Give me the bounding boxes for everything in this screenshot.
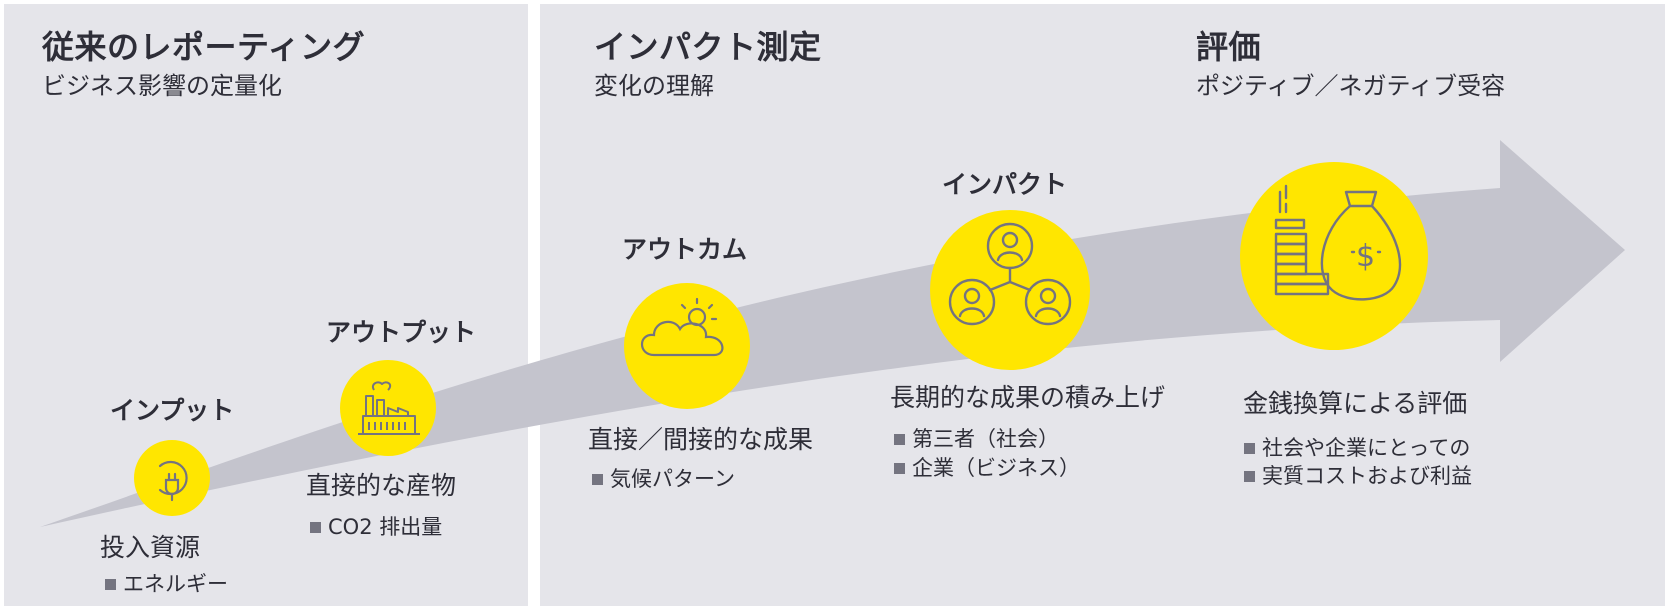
stage-bullet-input-1: エネルギー [105,568,228,598]
section-title-measurement: インパクト測定 [594,28,822,66]
stage-bullet-valuation-1: 社会や企業にとっての [1244,432,1470,462]
stage-label-output: アウトプット [326,318,477,347]
stage-bullet-impact-1: 第三者（社会） [894,423,1059,453]
stage-desc-output: 直接的な産物 [306,471,457,500]
stage-bullet-output-1: CO2 排出量 [310,511,442,541]
stage-bullet-valuation-2: 実質コストおよび利益 [1244,460,1472,490]
stage-circle-valuation: $ [1240,162,1428,350]
section-title-traditional: 従来のレポーティング [42,28,366,66]
stage-circle-impact [930,210,1090,370]
stage-label-outcome: アウトカム [622,235,748,264]
stage-circle-output [340,360,436,456]
stage-circle-outcome [624,283,750,409]
section-subtitle-valuation: ポジティブ／ネガティブ受容 [1196,72,1506,100]
section-subtitle-measurement: 変化の理解 [594,72,714,100]
factory-icon [358,381,420,435]
money-bag-icon: $ [1274,184,1402,301]
section-title-valuation: 評価 [1196,28,1262,66]
stage-desc-input: 投入資源 [100,533,201,562]
cloud-sun-icon [640,297,724,357]
stage-desc-valuation: 金銭換算による評価 [1243,389,1468,418]
stage-desc-impact: 長期的な成果の積み上げ [890,383,1166,412]
people-network-icon [948,222,1072,326]
svg-text:$: $ [1356,239,1375,274]
stage-bullet-outcome-1: 気候パターン [592,463,735,493]
stage-circle-input [134,440,210,516]
stage-bullet-impact-2: 企業（ビジネス） [894,452,1080,482]
stage-desc-outcome: 直接／間接的な成果 [588,425,814,454]
plug-icon [158,460,188,502]
section-subtitle-traditional: ビジネス影響の定量化 [42,72,282,100]
stage-label-input: インプット [110,396,235,425]
stage-label-impact: インパクト [942,170,1068,199]
